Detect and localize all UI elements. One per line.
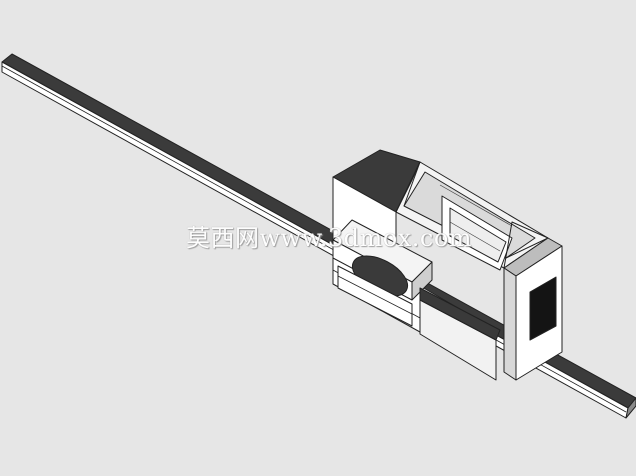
watermark-text: 莫西网www.3dmox.com <box>186 224 473 252</box>
front-slot <box>337 265 413 327</box>
machine-housing <box>332 149 563 381</box>
housing-right-front <box>503 267 517 381</box>
rail-shadow <box>419 287 501 341</box>
inner-window-pane <box>449 207 507 263</box>
bracket-line-right <box>503 221 549 269</box>
rail-end-cap <box>625 397 636 419</box>
carriage-side <box>411 261 433 301</box>
side-vent-panel <box>529 276 557 341</box>
bracket-line-left <box>395 161 421 213</box>
